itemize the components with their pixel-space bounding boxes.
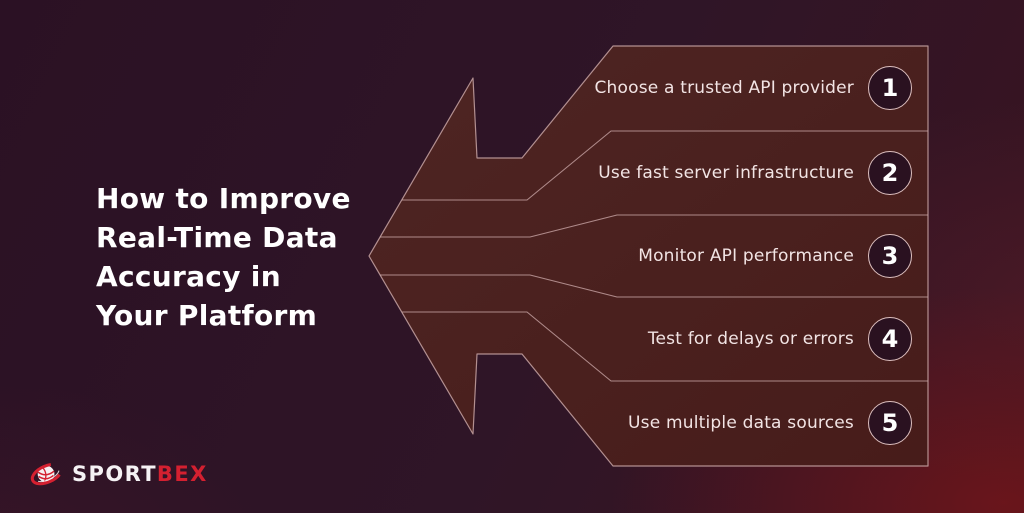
step-separator-line-1 bbox=[402, 130, 928, 201]
step-number-badge: 5 bbox=[868, 401, 912, 445]
step-row-2: Use fast server infrastructure 2 bbox=[492, 131, 912, 215]
step-number-badge: 1 bbox=[868, 66, 912, 110]
globe-swoosh-icon bbox=[30, 462, 64, 486]
title-line: Real-Time Data bbox=[96, 221, 338, 254]
step-separator-line-3 bbox=[380, 274, 928, 298]
logo-wordmark: SPORTBEX bbox=[72, 454, 208, 494]
step-row-3: Monitor API performance 3 bbox=[492, 214, 912, 298]
step-label: Monitor API performance bbox=[638, 246, 854, 266]
step-number-badge: 3 bbox=[868, 234, 912, 278]
step-row-5: Use multiple data sources 5 bbox=[492, 381, 912, 465]
step-label: Use fast server infrastructure bbox=[598, 163, 854, 183]
step-label: Test for delays or errors bbox=[647, 329, 854, 349]
logo-text-bex: BEX bbox=[156, 462, 208, 486]
sportbex-logo: SPORTBEX bbox=[28, 454, 208, 494]
logo-text-sport: SPORT bbox=[72, 462, 157, 486]
title-line: How to Improve bbox=[96, 182, 351, 215]
title-line: Accuracy in bbox=[96, 260, 281, 293]
step-separator-line-4 bbox=[402, 311, 928, 382]
title-line: Your Platform bbox=[96, 299, 318, 332]
step-row-1: Choose a trusted API provider 1 bbox=[492, 46, 912, 130]
step-row-4: Test for delays or errors 4 bbox=[492, 297, 912, 381]
step-label: Choose a trusted API provider bbox=[594, 78, 854, 98]
step-separator-line-2 bbox=[380, 214, 928, 238]
step-number-badge: 2 bbox=[868, 151, 912, 195]
step-label: Use multiple data sources bbox=[628, 413, 854, 433]
step-number-badge: 4 bbox=[868, 317, 912, 361]
funnel-arrow-shape bbox=[368, 45, 929, 467]
page-title: How to Improve Real-Time Data Accuracy i… bbox=[96, 179, 386, 335]
